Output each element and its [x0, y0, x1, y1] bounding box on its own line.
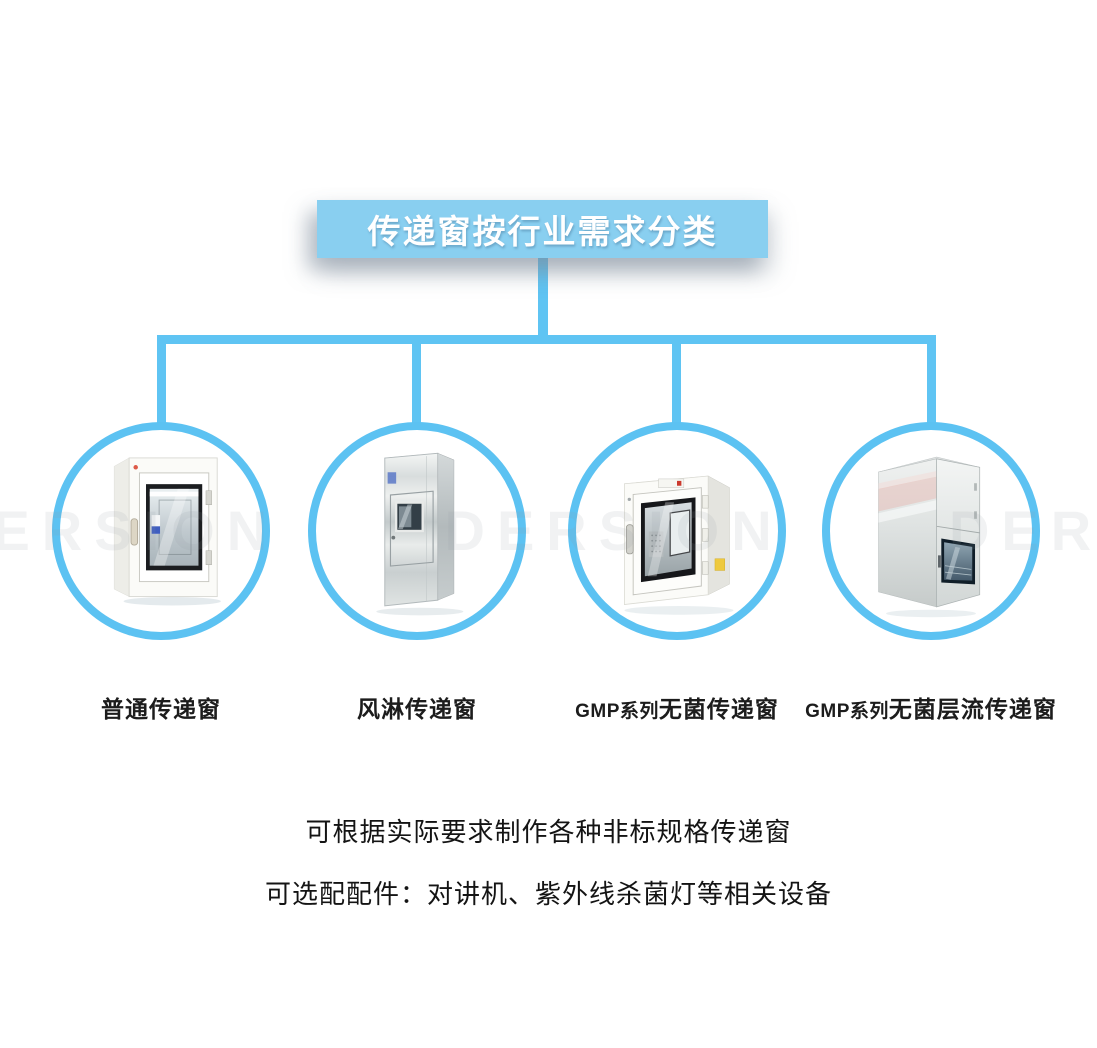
air-shower-pass-box-photo [376, 452, 464, 616]
category-air-shower-pass-box: 风淋传递窗 [287, 422, 547, 724]
category-label-air-shower: 风淋传递窗 [287, 690, 547, 724]
connector-drop-line-1 [157, 335, 166, 424]
title-banner: 传递窗按行业需求分类 [317, 200, 768, 258]
category-label-main: 无菌层流传递窗 [888, 696, 1057, 722]
category-label-ordinary: 普通传递窗 [31, 690, 291, 724]
product-circle-air-shower [308, 422, 526, 640]
connector-drop-line-4 [927, 335, 936, 424]
product-circle-gmp-laminar [822, 422, 1040, 640]
product-circle-gmp-sterile [568, 422, 786, 640]
connector-drop-line-2 [412, 335, 421, 424]
category-gmp-sterile-pass-box: GMP系列无菌传递窗 [547, 422, 807, 724]
category-ordinary-pass-box: 普通传递窗 [31, 422, 291, 724]
category-label-main: 普通传递窗 [101, 696, 221, 722]
category-label-main: 风淋传递窗 [357, 696, 477, 722]
gmp-laminar-flow-pass-box-photo [878, 456, 981, 618]
page-title: 传递窗按行业需求分类 [367, 213, 718, 250]
product-circle-ordinary [52, 422, 270, 640]
note-optional-accessories: 可选配配件：对讲机、紫外线杀菌灯等相关设备 [264, 879, 832, 909]
connector-horizontal-line [157, 335, 936, 344]
category-label-main: 无菌传递窗 [658, 696, 779, 722]
category-label-gmp-laminar: GMP系列无菌层流传递窗 [801, 690, 1061, 724]
category-label-prefix: GMP系列 [805, 701, 889, 722]
category-gmp-laminar-flow-pass-box: GMP系列无菌层流传递窗 [801, 422, 1061, 724]
gmp-sterile-pass-box-photo [623, 475, 734, 615]
note-custom-specs: 可根据实际要求制作各种非标规格传递窗 [305, 817, 792, 847]
connector-trunk-line [538, 256, 548, 337]
ordinary-pass-box-photo [113, 457, 221, 606]
category-label-gmp-sterile: GMP系列无菌传递窗 [547, 690, 807, 724]
category-label-prefix: GMP系列 [575, 701, 659, 722]
connector-drop-line-3 [672, 335, 681, 424]
